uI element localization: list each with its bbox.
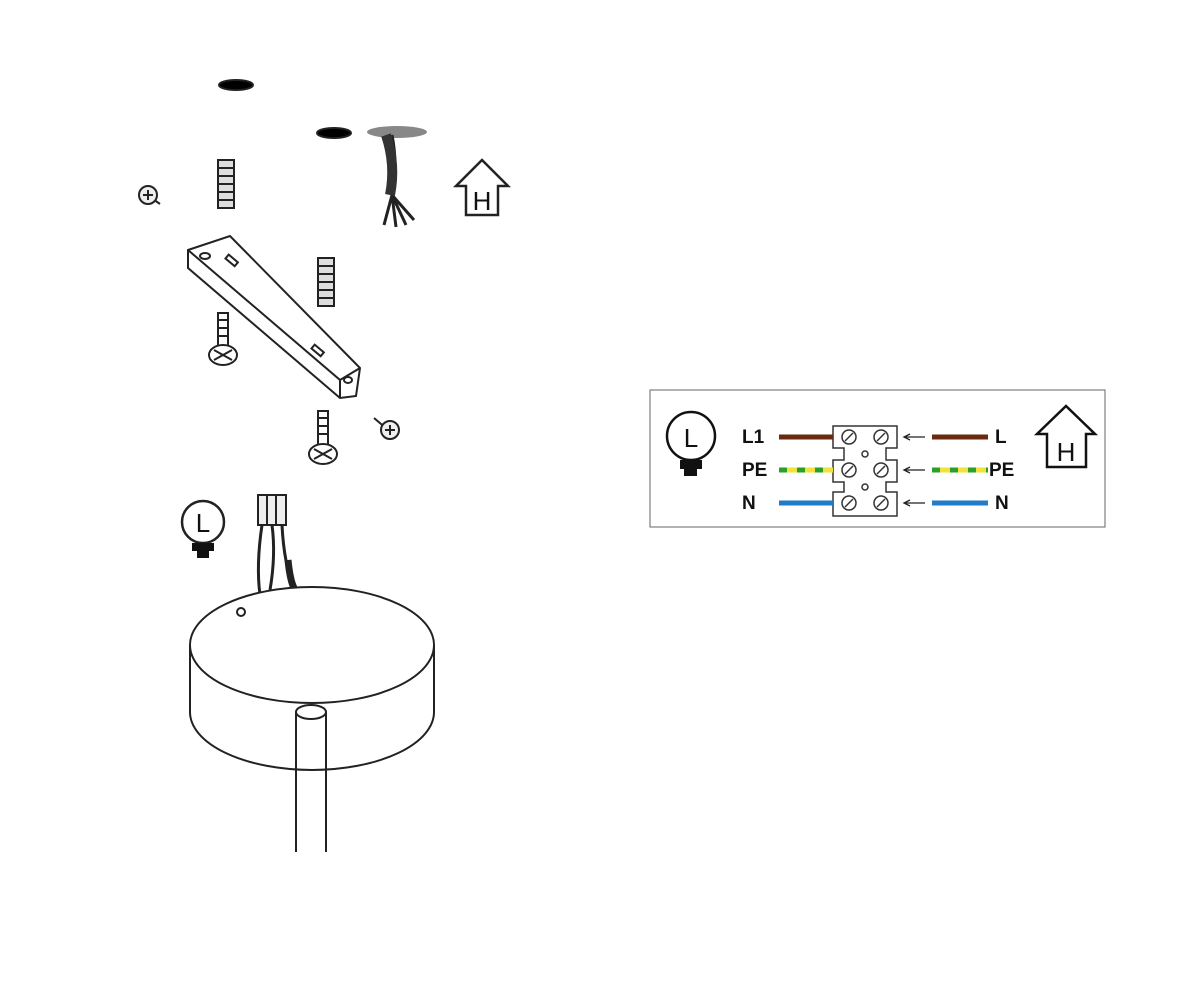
wall-plug-icon <box>317 257 335 307</box>
screw-slot <box>876 465 886 475</box>
house-wire-label: PE <box>989 460 1014 481</box>
cable-outlet <box>367 126 427 138</box>
wiring-house-symbol: H <box>1057 437 1076 467</box>
house-wire-label: L <box>995 427 1007 448</box>
screw-icon <box>373 417 400 440</box>
lamp-wire-label: L1 <box>742 427 765 448</box>
terminal-block <box>257 494 287 526</box>
screw-slot <box>876 498 886 508</box>
wiring-lamp-symbol: L <box>684 423 698 453</box>
screw-slot <box>844 465 854 475</box>
mounting-bracket <box>187 234 362 400</box>
screw-slot <box>876 432 886 442</box>
house-icon <box>452 158 512 217</box>
arrow-icon <box>902 433 925 441</box>
screw-slot <box>844 432 854 442</box>
screw-icon <box>138 185 161 205</box>
wire-row: PE PE <box>742 460 1014 481</box>
lamp-bulb-icon <box>665 410 717 476</box>
arrow-icon <box>902 499 925 507</box>
wall-plug-icon <box>217 159 235 209</box>
screw-icon <box>208 312 238 366</box>
house-wire-label: N <box>995 493 1009 514</box>
lamp-bulb-icon <box>180 499 226 558</box>
house-symbol-label: H <box>473 186 492 216</box>
ceiling-hole <box>218 79 254 91</box>
wire-row: L1 L <box>742 427 1007 448</box>
terminal-block <box>832 425 898 517</box>
ceiling-hole <box>316 127 352 139</box>
ceiling-canopy <box>189 586 435 852</box>
screw-icon <box>308 410 338 465</box>
house-icon <box>1033 404 1099 469</box>
lamp-symbol-label: L <box>196 508 210 538</box>
screw-slot <box>844 498 854 508</box>
lamp-wire-label: PE <box>742 460 767 481</box>
arrow-icon <box>902 466 925 474</box>
lamp-wire-label: N <box>742 493 756 514</box>
assembly-illustration <box>138 79 435 852</box>
